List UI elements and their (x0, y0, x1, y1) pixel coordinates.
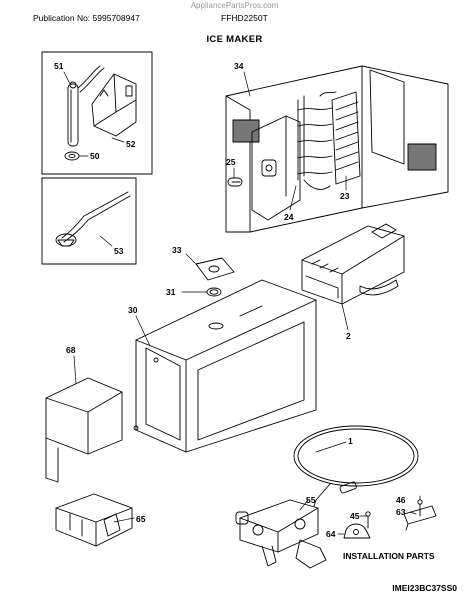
label-part-34: 34 (234, 61, 244, 71)
fill-tube-heater-part-51 (67, 65, 105, 147)
label-part-51: 51 (54, 61, 64, 71)
insulation-pad-left (232, 119, 260, 143)
front-cover-part-68 (45, 377, 123, 483)
ice-maker-cover-box-part-34 (225, 65, 449, 233)
diagram-code: IMEI23BC37SS0 (392, 583, 457, 593)
label-part-24: 24 (284, 212, 294, 222)
ice-bin-housing-part-30 (133, 279, 317, 453)
part-labels: 51 52 50 53 34 25 24 23 33 31 30 2 68 65… (54, 61, 406, 539)
water-line-tube-part-1 (293, 425, 419, 507)
front-cover-part-25-area (251, 115, 301, 221)
clip-part-64 (343, 523, 371, 539)
rear-panel (369, 69, 405, 165)
heater-coil-part-24 (297, 95, 333, 190)
grommet-part-31 (206, 287, 222, 297)
clip-part-25 (227, 177, 243, 187)
label-part-30: 30 (128, 305, 138, 315)
label-part-68: 68 (66, 345, 76, 355)
fill-cup-part-52 (91, 73, 137, 137)
label-part-46: 46 (396, 495, 406, 505)
water-valve-part-55 (235, 499, 327, 569)
label-part-1: 1 (348, 436, 353, 446)
screw-part-45 (365, 511, 371, 529)
watermark: AppliancePartsPros.com (190, 1, 279, 10)
ice-maker-assembly-part-2 (301, 223, 405, 305)
label-part-55: 55 (306, 495, 316, 505)
label-part-2: 2 (346, 331, 351, 341)
label-part-52: 52 (126, 139, 136, 149)
inset-box-fill-tube (41, 51, 153, 175)
label-part-31: 31 (166, 287, 176, 297)
label-part-50: 50 (90, 151, 100, 161)
publication-number: Publication No: 5995708947 (33, 13, 140, 23)
clamp-part-63 (403, 505, 437, 531)
page-title: ICE MAKER (206, 34, 263, 45)
label-part-53: 53 (114, 246, 124, 256)
label-part-65: 65 (136, 514, 146, 524)
label-part-25: 25 (226, 157, 236, 167)
screw-part-46 (417, 499, 423, 517)
inset-box-water-tube (41, 177, 137, 265)
leader-lines (63, 71, 421, 535)
label-part-64: 64 (326, 529, 336, 539)
label-part-45: 45 (350, 511, 360, 521)
washer-part-50 (64, 151, 80, 161)
evaporator-fins-part-23 (319, 91, 361, 185)
insulation-pad-right (407, 143, 437, 171)
label-part-63: 63 (396, 507, 406, 517)
label-part-33: 33 (172, 245, 182, 255)
seal-part-33 (195, 257, 235, 281)
bracket-part-65 (55, 493, 133, 547)
model-number: FFHD2250T (221, 13, 268, 23)
label-part-23: 23 (340, 191, 350, 201)
installation-parts-label: INSTALLATION PARTS (343, 551, 435, 561)
water-tube-part-53 (55, 191, 131, 247)
